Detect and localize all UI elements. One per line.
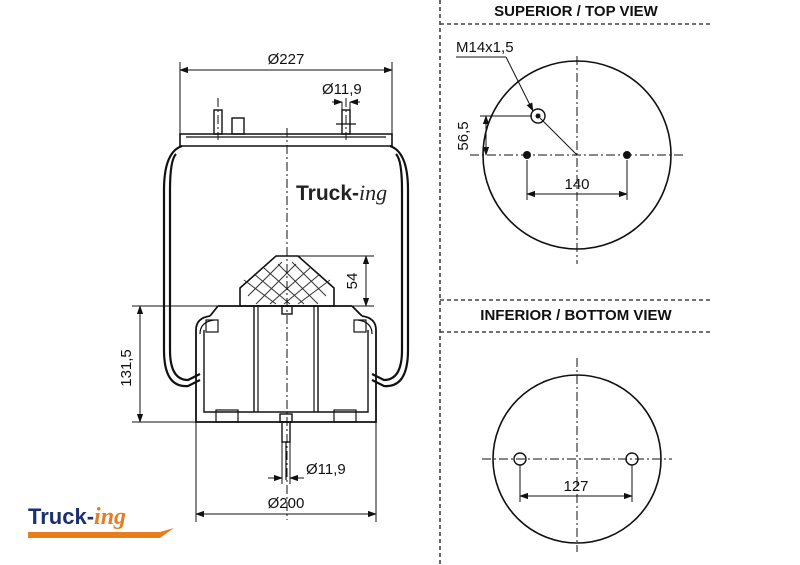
dim-spacing-top: 140: [564, 176, 589, 193]
watermark-part1: Truck-: [296, 182, 359, 205]
svg-text:Truck-ing: Truck-ing: [28, 504, 126, 530]
view-separators: [439, 0, 712, 565]
dim-bumper-height: 54: [344, 273, 361, 290]
top-view-title: SUPERIOR / TOP VIEW: [494, 3, 658, 20]
dim-bottom-stud: Ø11,9: [306, 461, 346, 478]
dim-offset: 56,5: [455, 121, 472, 150]
dim-top-stud: Ø11,9: [322, 81, 362, 98]
dim-thread: M14x1,5: [456, 39, 514, 56]
bottom-view: INFERIOR / BOTTOM VIEW 127: [480, 307, 673, 552]
svg-text:Truck-ing: Truck-ing: [296, 180, 387, 205]
dim-top-diameter: Ø227: [268, 51, 305, 68]
dim-piston-height: 131,5: [118, 349, 135, 387]
side-dimensions: Ø227 Ø11,9 54 131,5 Ø11,9 Ø200: [118, 51, 393, 522]
logo-part1: Truck-: [28, 504, 94, 529]
logo-part2: ing: [94, 504, 126, 530]
dim-spacing-bottom: 127: [563, 478, 588, 495]
logo-underline: [28, 528, 174, 538]
side-view-air-spring: [162, 98, 410, 520]
dim-base-diameter: Ø200: [268, 495, 305, 512]
watermark-logo: Truck-ing: [296, 180, 387, 205]
brand-logo: Truck-ing: [28, 504, 174, 538]
top-view: SUPERIOR / TOP VIEW M14x1,5 56,5 140: [455, 3, 684, 264]
watermark-part2: ing: [359, 180, 387, 205]
bottom-view-title: INFERIOR / BOTTOM VIEW: [480, 307, 672, 324]
